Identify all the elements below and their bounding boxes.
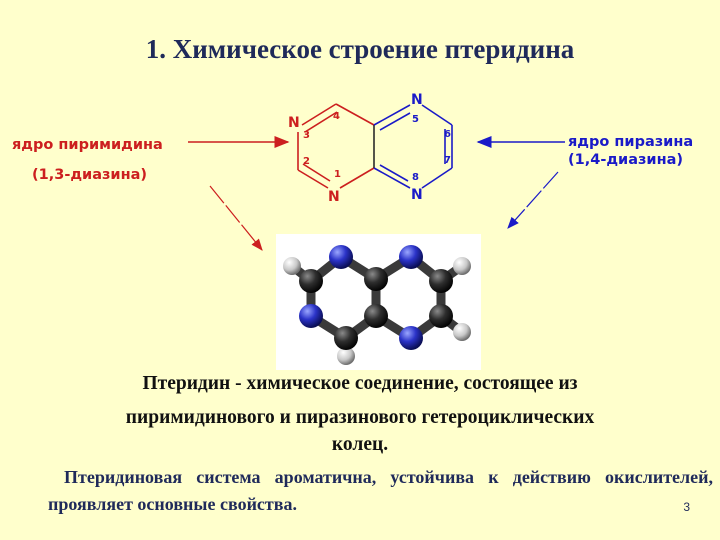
atom-n1: N xyxy=(328,189,340,205)
locant-1: 1 xyxy=(334,169,341,180)
locant-2: 2 xyxy=(303,156,310,167)
definition-line-2: пиримидинового и пиразинового гетероцикл… xyxy=(125,407,595,428)
bond-c7-n8 xyxy=(421,167,453,189)
locant-7: 7 xyxy=(444,155,451,166)
pyrazine-label: ядро пиразина xyxy=(568,134,694,150)
pyrimidine-label: ядро пиримидина xyxy=(12,137,163,153)
pyrimidine-sublabel: (1,3-диазина) xyxy=(32,167,148,183)
locant-6: 6 xyxy=(444,129,451,140)
bond-n3-c4 xyxy=(301,103,337,126)
atom-n5: N xyxy=(411,92,423,108)
bond-n1-c8a xyxy=(339,167,375,189)
locant-5: 5 xyxy=(412,114,419,125)
bond-n8-c8a-double xyxy=(379,164,409,182)
pyrimidine-ring xyxy=(297,103,375,189)
atom-n8: N xyxy=(411,187,423,203)
locant-4: 4 xyxy=(333,111,340,122)
bond-n8-c8a xyxy=(373,167,411,189)
locant-8: 8 xyxy=(412,172,419,183)
definition-line-1: Птеридин - химическое соединение, состоя… xyxy=(142,373,578,394)
pteridine-structure-diagram: N N N N 4 3 2 1 5 6 7 8 xyxy=(188,92,565,251)
pyrazine-ring xyxy=(373,104,453,189)
properties-text: Птеридиновая система ароматична, устойчи… xyxy=(48,467,713,514)
pyrazine-sublabel: (1,4-диазина) xyxy=(568,152,684,168)
bond-n3-c4-double xyxy=(304,111,338,133)
slide-title: 1. Химическое строение птеридина xyxy=(145,34,575,64)
ball-and-stick-model xyxy=(276,234,481,370)
slide-number: 3 xyxy=(683,500,690,514)
bond-c2-n1 xyxy=(297,169,329,189)
atom-n3: N xyxy=(288,115,300,131)
properties-paragraph: Птеридиновая система ароматична, устойчи… xyxy=(48,464,713,518)
definition-line-3: колец. xyxy=(331,434,389,455)
bond-n5-c6 xyxy=(421,104,453,126)
bond-c2-n1-double xyxy=(302,163,331,182)
bond-c4a-n5-double xyxy=(379,112,411,131)
pyrazine-model-arrow xyxy=(507,171,559,229)
bond-c4-c4a xyxy=(335,103,375,126)
locant-3: 3 xyxy=(303,130,310,141)
pyrimidine-model-arrow xyxy=(209,185,263,251)
bond-c4a-n5 xyxy=(373,104,411,126)
